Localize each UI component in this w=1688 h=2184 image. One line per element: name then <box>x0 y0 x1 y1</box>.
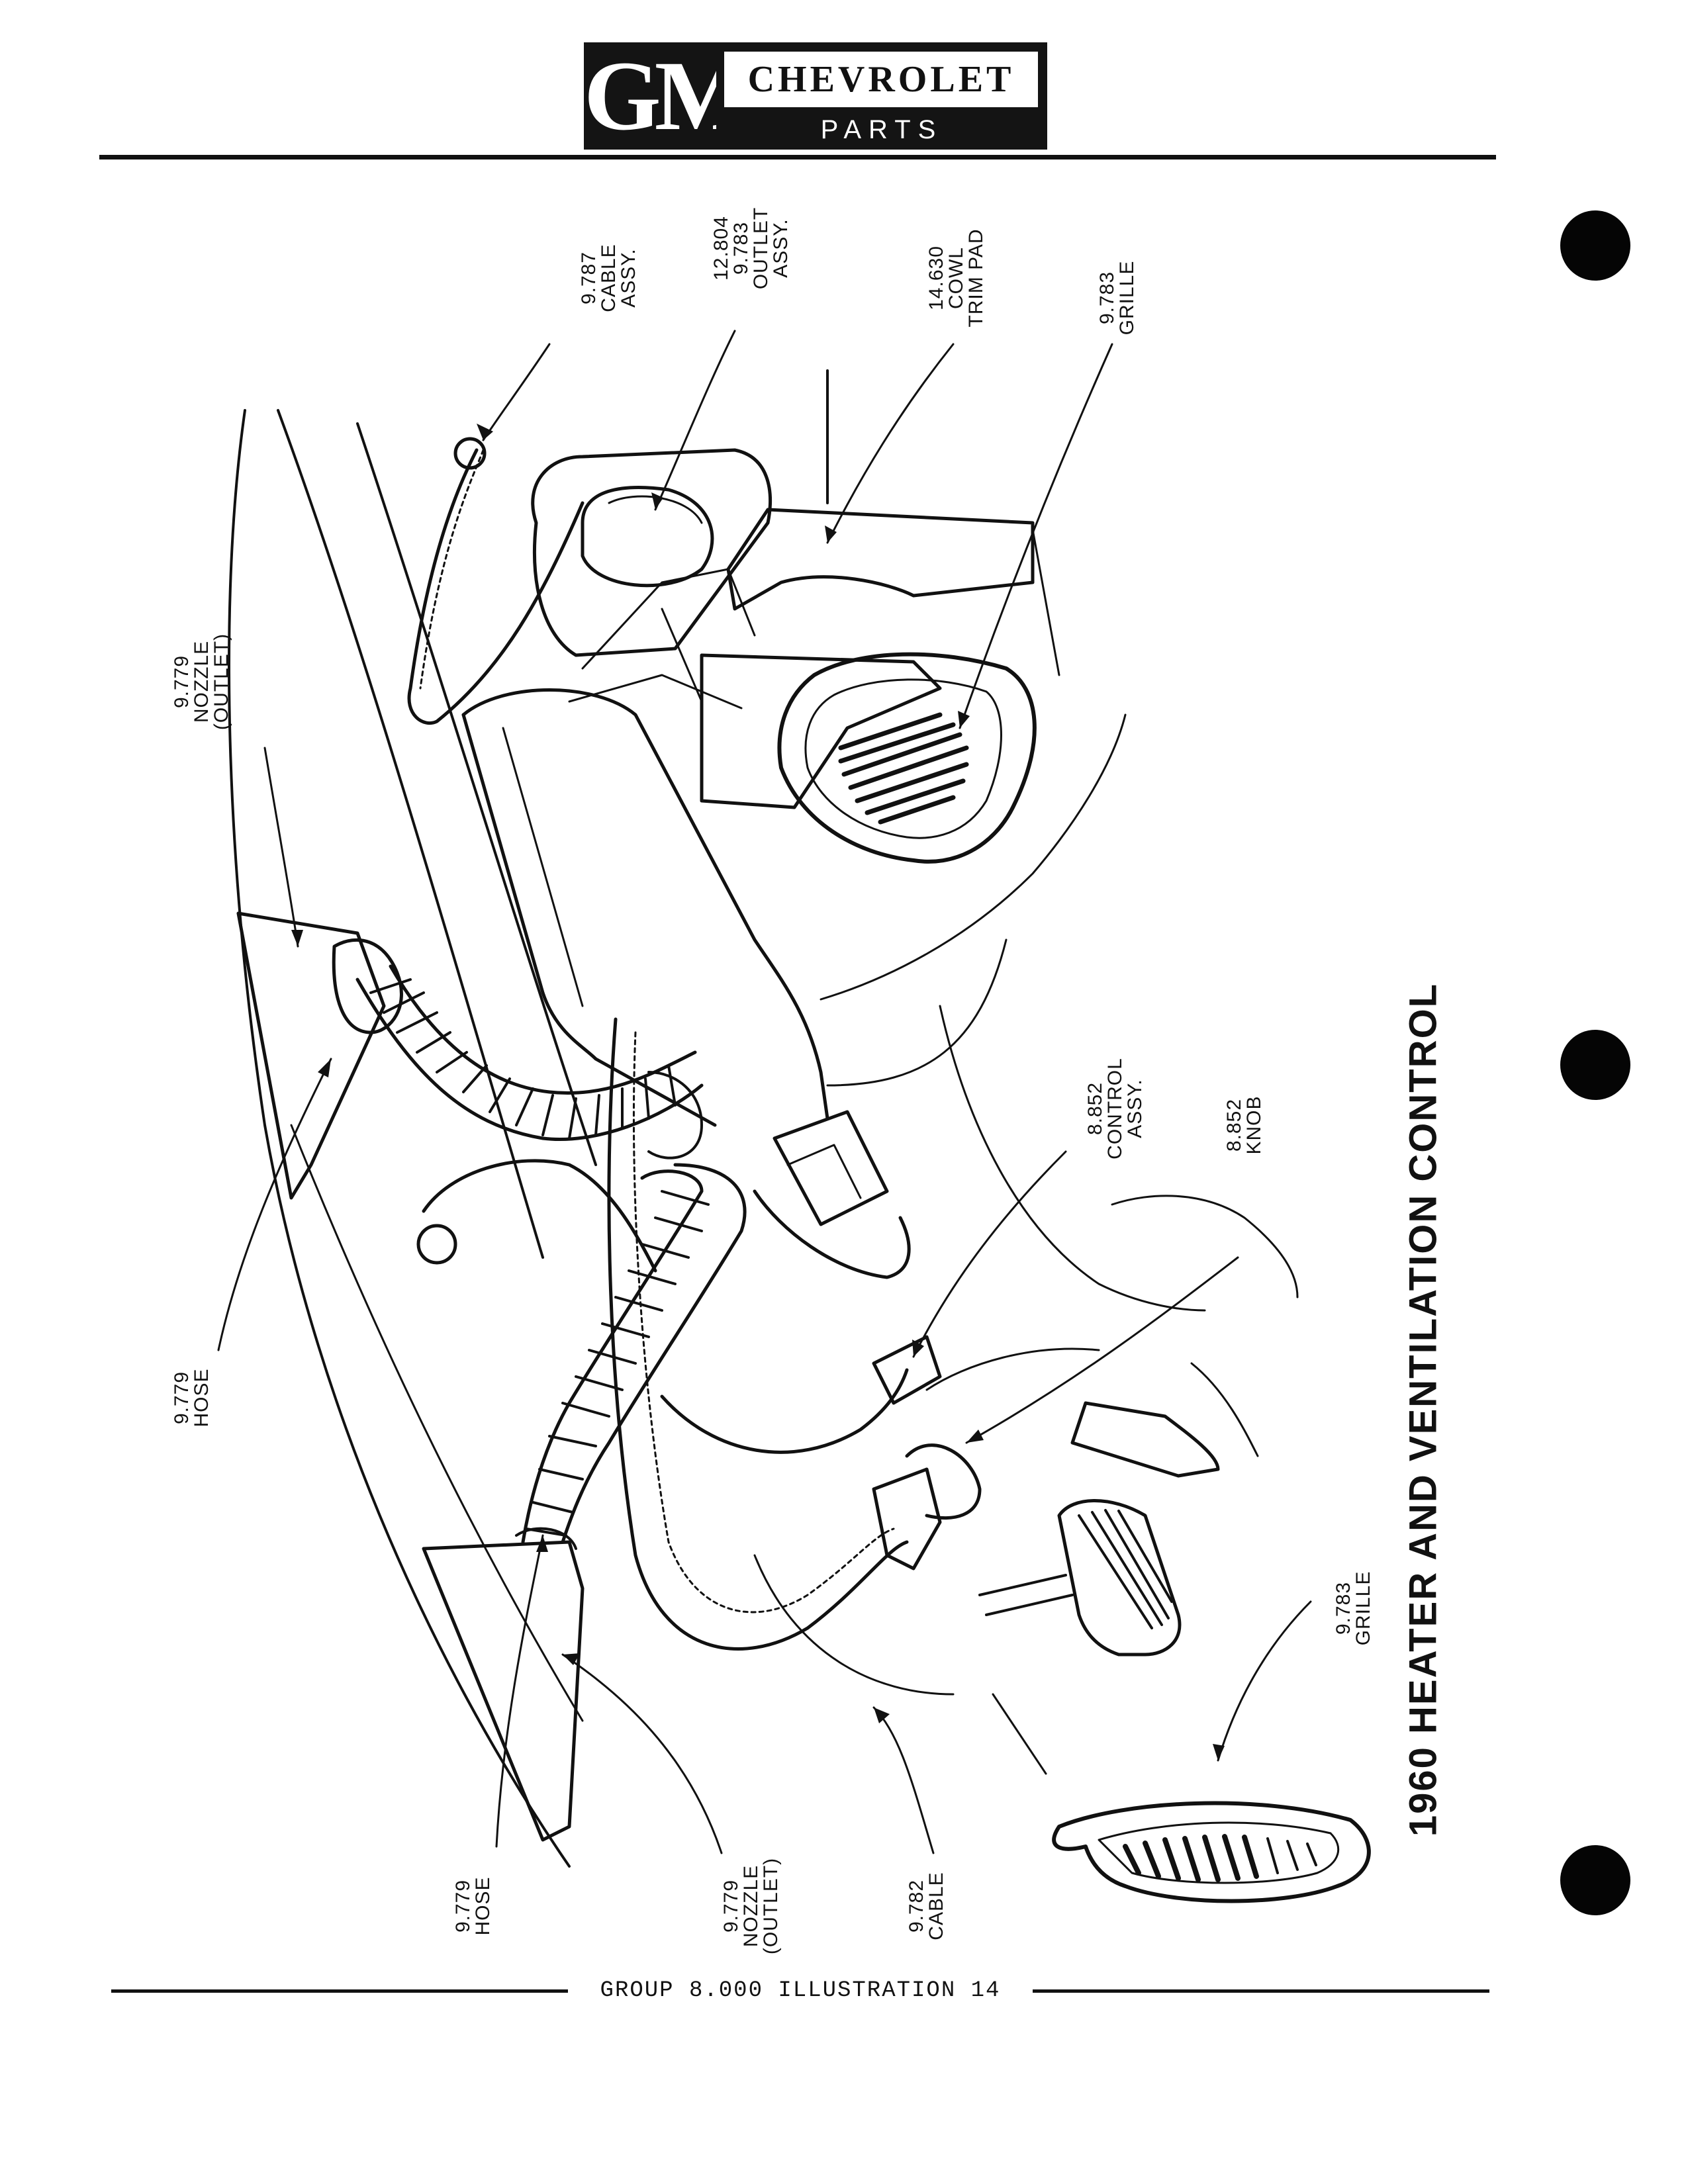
page-title: 1960 HEATER AND VENTILATION CONTROL <box>1401 982 1445 1837</box>
grille-bottom-drawing <box>1052 1801 1371 1903</box>
punch-hole-top <box>1560 210 1630 281</box>
label-number: 9.779 <box>171 1371 193 1425</box>
label-number: 9.783 <box>730 221 752 275</box>
label-line: HOSE <box>472 1876 494 1936</box>
label-number: 9.779 <box>452 1879 474 1933</box>
label-number: 8.852 <box>1084 1081 1106 1136</box>
kick-panel-outline <box>228 409 597 1868</box>
floor-contours <box>753 713 1299 1775</box>
label-number: 8.852 <box>1223 1098 1245 1152</box>
label-number: 9.782 <box>906 1879 927 1933</box>
control-assembly-drawing <box>753 1110 982 1570</box>
punch-hole-bottom <box>1560 1845 1630 1915</box>
label-line: (OUTLET) <box>760 1857 782 1955</box>
label-line: CONTROL <box>1104 1058 1126 1160</box>
label-line: COWL <box>945 247 967 310</box>
label-line: CABLE <box>598 244 620 312</box>
label-number: 9.783 <box>1096 271 1118 325</box>
punch-hole-middle <box>1560 1030 1630 1100</box>
footer-rule-left <box>111 1989 568 1993</box>
label-line: OUTLET <box>750 206 772 290</box>
control-cables-drawing <box>407 437 909 1651</box>
label-line: TRIM PAD <box>965 228 987 328</box>
label-line: KNOB <box>1243 1095 1265 1155</box>
brake-pedal-drawing <box>978 1499 1182 1657</box>
grille-top-drawing <box>777 652 1037 864</box>
label-line: (OUTLET) <box>211 633 232 731</box>
label-line: ASSY. <box>770 218 792 278</box>
label-number: 9.779 <box>720 1879 742 1933</box>
outlet-assembly-drawing <box>531 448 772 657</box>
dashboard-body <box>461 568 829 1127</box>
label-line: NOZZLE <box>191 640 212 723</box>
brand-name: CHEVROLET <box>724 52 1038 107</box>
label-line: GRILLE <box>1352 1570 1374 1646</box>
cowl-trim-pad-drawing <box>700 369 1060 809</box>
leader-lines <box>217 330 1312 1854</box>
label-number: 9.779 <box>171 655 193 709</box>
footer-rule-right <box>1033 1989 1489 1993</box>
footer-caption: GROUP 8.000 ILLUSTRATION 14 <box>600 1978 1001 2003</box>
label-line: ASSY. <box>618 248 639 308</box>
hose-lower-drawing <box>515 1163 747 1550</box>
leader-arrowheads <box>291 424 1225 1760</box>
chevrolet-banner: CHEVROLET PARTS CATALOGUE <box>716 42 1047 181</box>
hose-upper-drawing <box>332 938 704 1160</box>
label-line: HOSE <box>191 1368 212 1428</box>
label-number: 9.787 <box>578 251 600 305</box>
header-rule <box>99 155 1496 159</box>
label-line: GRILLE <box>1116 260 1138 336</box>
label-line: NOZZLE <box>740 1864 762 1948</box>
label-number: 12.804 <box>710 216 732 281</box>
label-line: CABLE <box>925 1872 947 1940</box>
label-number: 14.630 <box>925 246 947 310</box>
floor-pad-drawing <box>1070 1401 1220 1478</box>
label-number: 9.783 <box>1333 1581 1354 1635</box>
label-line: ASSY. <box>1124 1079 1146 1138</box>
